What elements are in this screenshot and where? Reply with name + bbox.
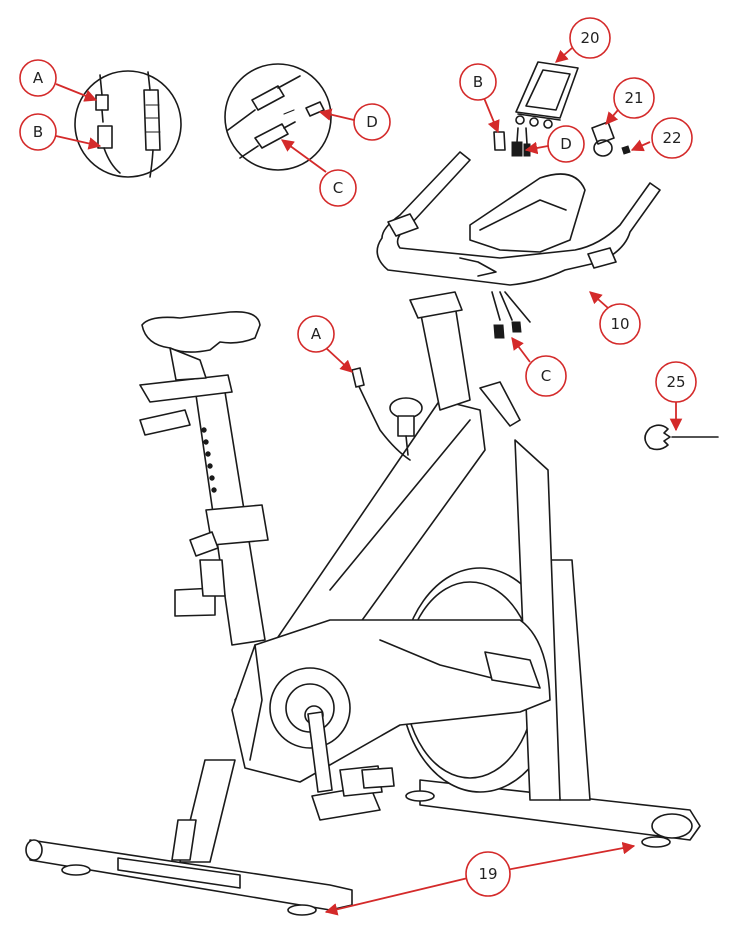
callout-label: 22 <box>662 129 681 147</box>
callout-label: D <box>366 113 378 131</box>
callout-label: 21 <box>624 89 643 107</box>
callout-label: A <box>311 325 322 343</box>
callout-label: 20 <box>580 29 599 47</box>
callout-d-detail: D <box>353 103 391 141</box>
callout-d-console: D <box>547 125 585 163</box>
detail-circle-ab <box>74 70 182 178</box>
callout-label: A <box>33 69 44 87</box>
callout-10: 10 <box>599 303 641 345</box>
callout-label: 10 <box>610 315 629 333</box>
mounting-bracket-icon <box>591 121 615 157</box>
callout-label: B <box>473 73 483 91</box>
detail-circle-cd <box>224 63 332 171</box>
allen-wrench-icon <box>644 424 719 451</box>
callout-label: B <box>33 123 43 141</box>
callout-21: 21 <box>613 77 655 119</box>
callout-label: C <box>333 179 343 197</box>
cable-connector-detail-icon <box>95 71 161 178</box>
exercise-bike-drawing <box>25 151 701 916</box>
callout-b-detail: B <box>19 113 57 151</box>
callout-22: 22 <box>651 117 693 159</box>
seat-adjust-holes <box>201 427 217 493</box>
callout-label: C <box>541 367 551 385</box>
leader-lines <box>55 47 683 916</box>
callout-label: 25 <box>666 373 685 391</box>
callout-c-detail: C <box>319 169 357 207</box>
callout-label: D <box>560 135 572 153</box>
callout-a-cable: A <box>297 315 335 353</box>
callout-19: 19 <box>465 851 511 897</box>
plug-connector-detail-icon <box>227 75 325 159</box>
callout-25: 25 <box>655 361 697 403</box>
callout-a-detail: A <box>19 59 57 97</box>
callout-label: 19 <box>478 865 497 883</box>
screw-icon <box>621 145 631 155</box>
callout-b-console: B <box>459 63 497 101</box>
callout-20: 20 <box>569 17 611 59</box>
callout-c-cable: C <box>525 355 567 397</box>
